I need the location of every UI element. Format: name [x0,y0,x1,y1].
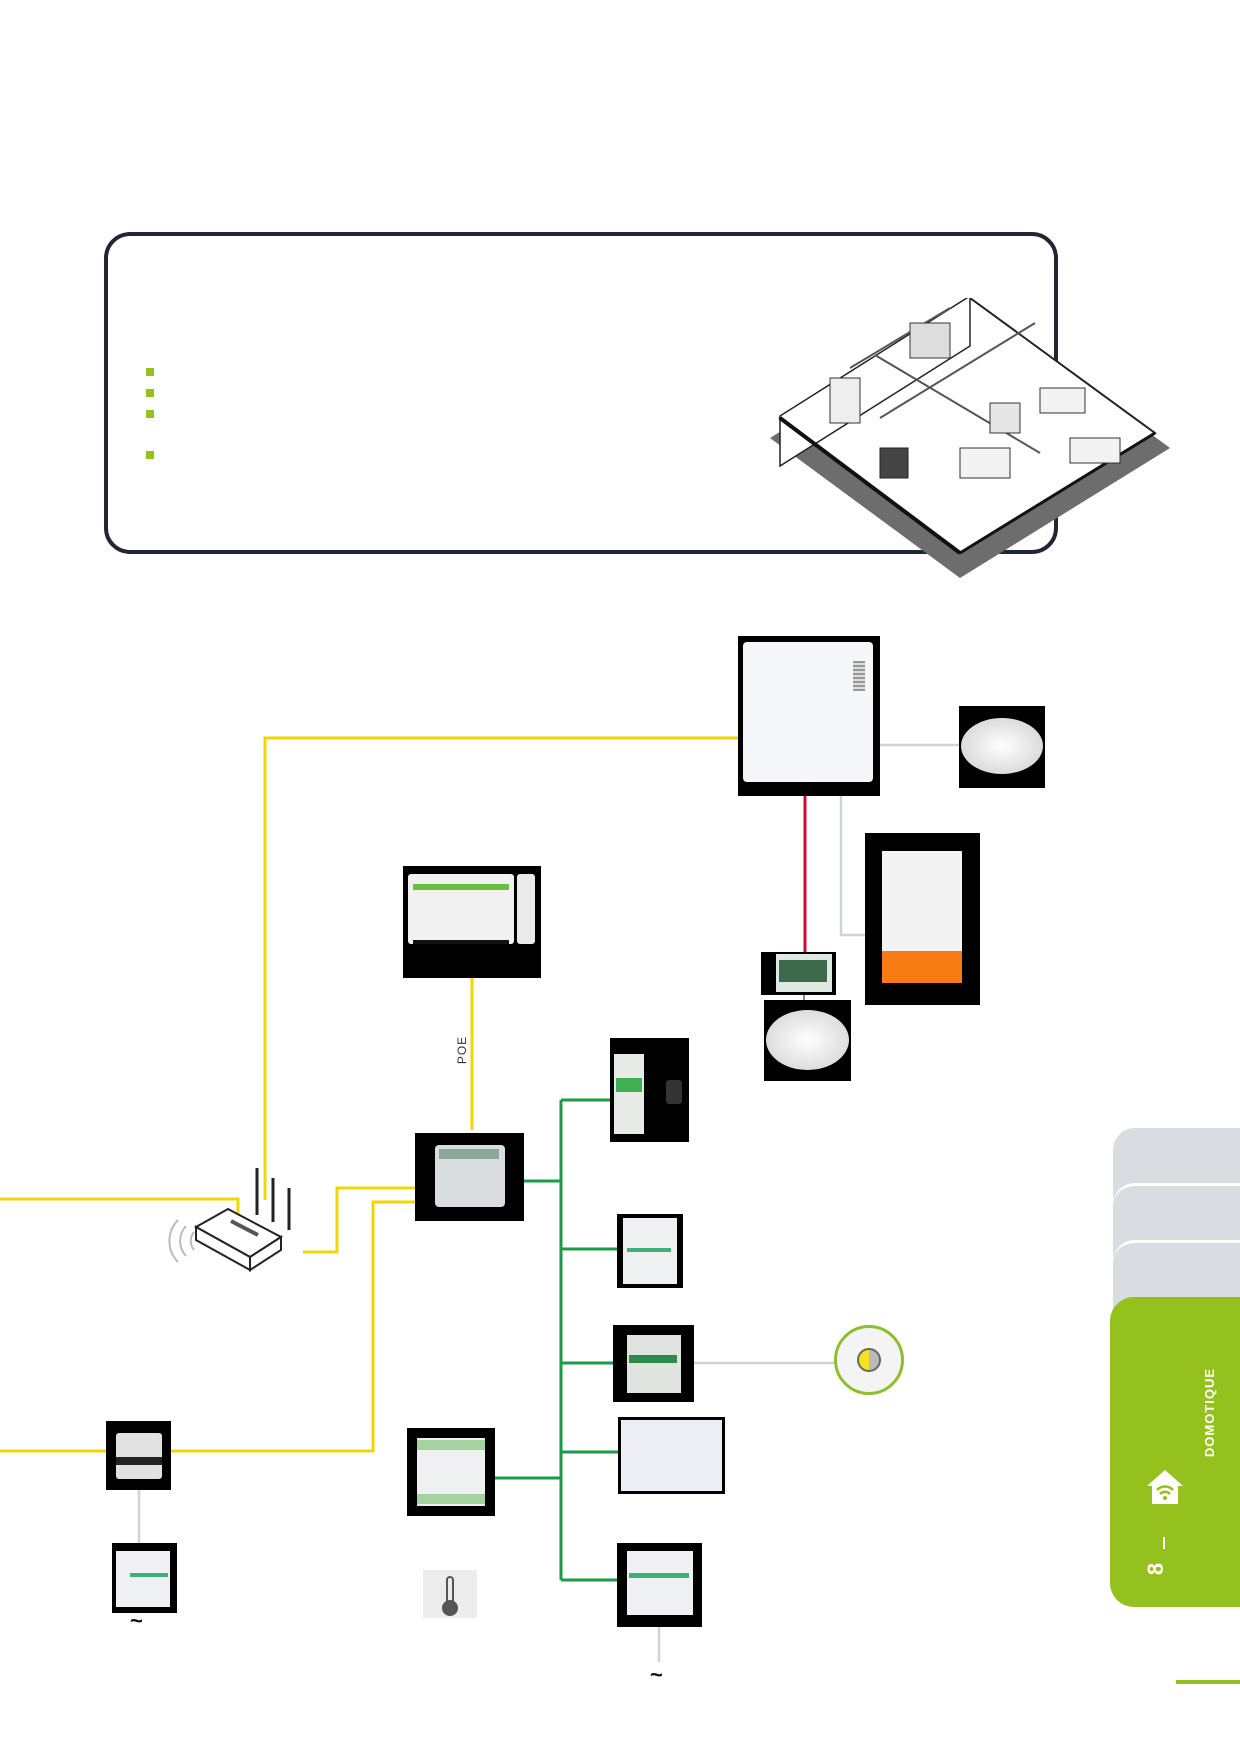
light-level-icon [834,1325,904,1395]
page-number: 8 [1143,1562,1169,1576]
wifi-waves-icon [168,1219,195,1263]
wire-left-to-router [0,1197,240,1214]
io-module-1[interactable] [617,1214,683,1288]
touch-screen[interactable] [403,866,541,978]
dimmer-module[interactable] [613,1325,694,1402]
mains-symbol-left: ~ [130,1608,143,1633]
wire-router-to-alarm-panel [263,736,738,1200]
gateway-left[interactable] [106,1421,171,1490]
wifi-router-icon [193,1168,291,1272]
side-tab-domotique[interactable] [1110,1297,1240,1607]
bullet-1 [146,368,154,376]
ceiling-detector-top[interactable] [959,706,1045,788]
temperature-module[interactable] [407,1428,495,1516]
alarm-expander[interactable] [761,952,836,995]
side-tab-label: DOMOTIQUE [1202,1367,1218,1458]
wall-keypad[interactable] [618,1417,725,1494]
thermometer-icon [423,1570,477,1618]
bullet-3 [146,410,154,418]
bullet-4 [146,451,154,459]
bullet-2 [146,389,154,397]
home-automation-controller[interactable] [415,1133,524,1221]
energy-meter[interactable] [610,1038,689,1142]
footer-accent-line [1176,1680,1240,1684]
outdoor-siren[interactable] [865,833,980,1005]
wire-gateway-up [171,1200,415,1453]
din-meter-left[interactable] [112,1543,177,1613]
wire-panel-to-siren [839,796,866,937]
alarm-control-panel[interactable] [738,636,880,796]
smart-home-icon [1147,1470,1183,1504]
office-floorplan-illustration [770,298,1170,578]
mains-symbol-right: ~ [650,1662,663,1687]
poe-label: POE [455,1035,470,1065]
io-module-2[interactable] [617,1543,702,1627]
ceiling-detector-bottom[interactable] [764,1000,851,1081]
tab-separator [1163,1537,1165,1549]
wire-router-to-controller [303,1186,415,1254]
